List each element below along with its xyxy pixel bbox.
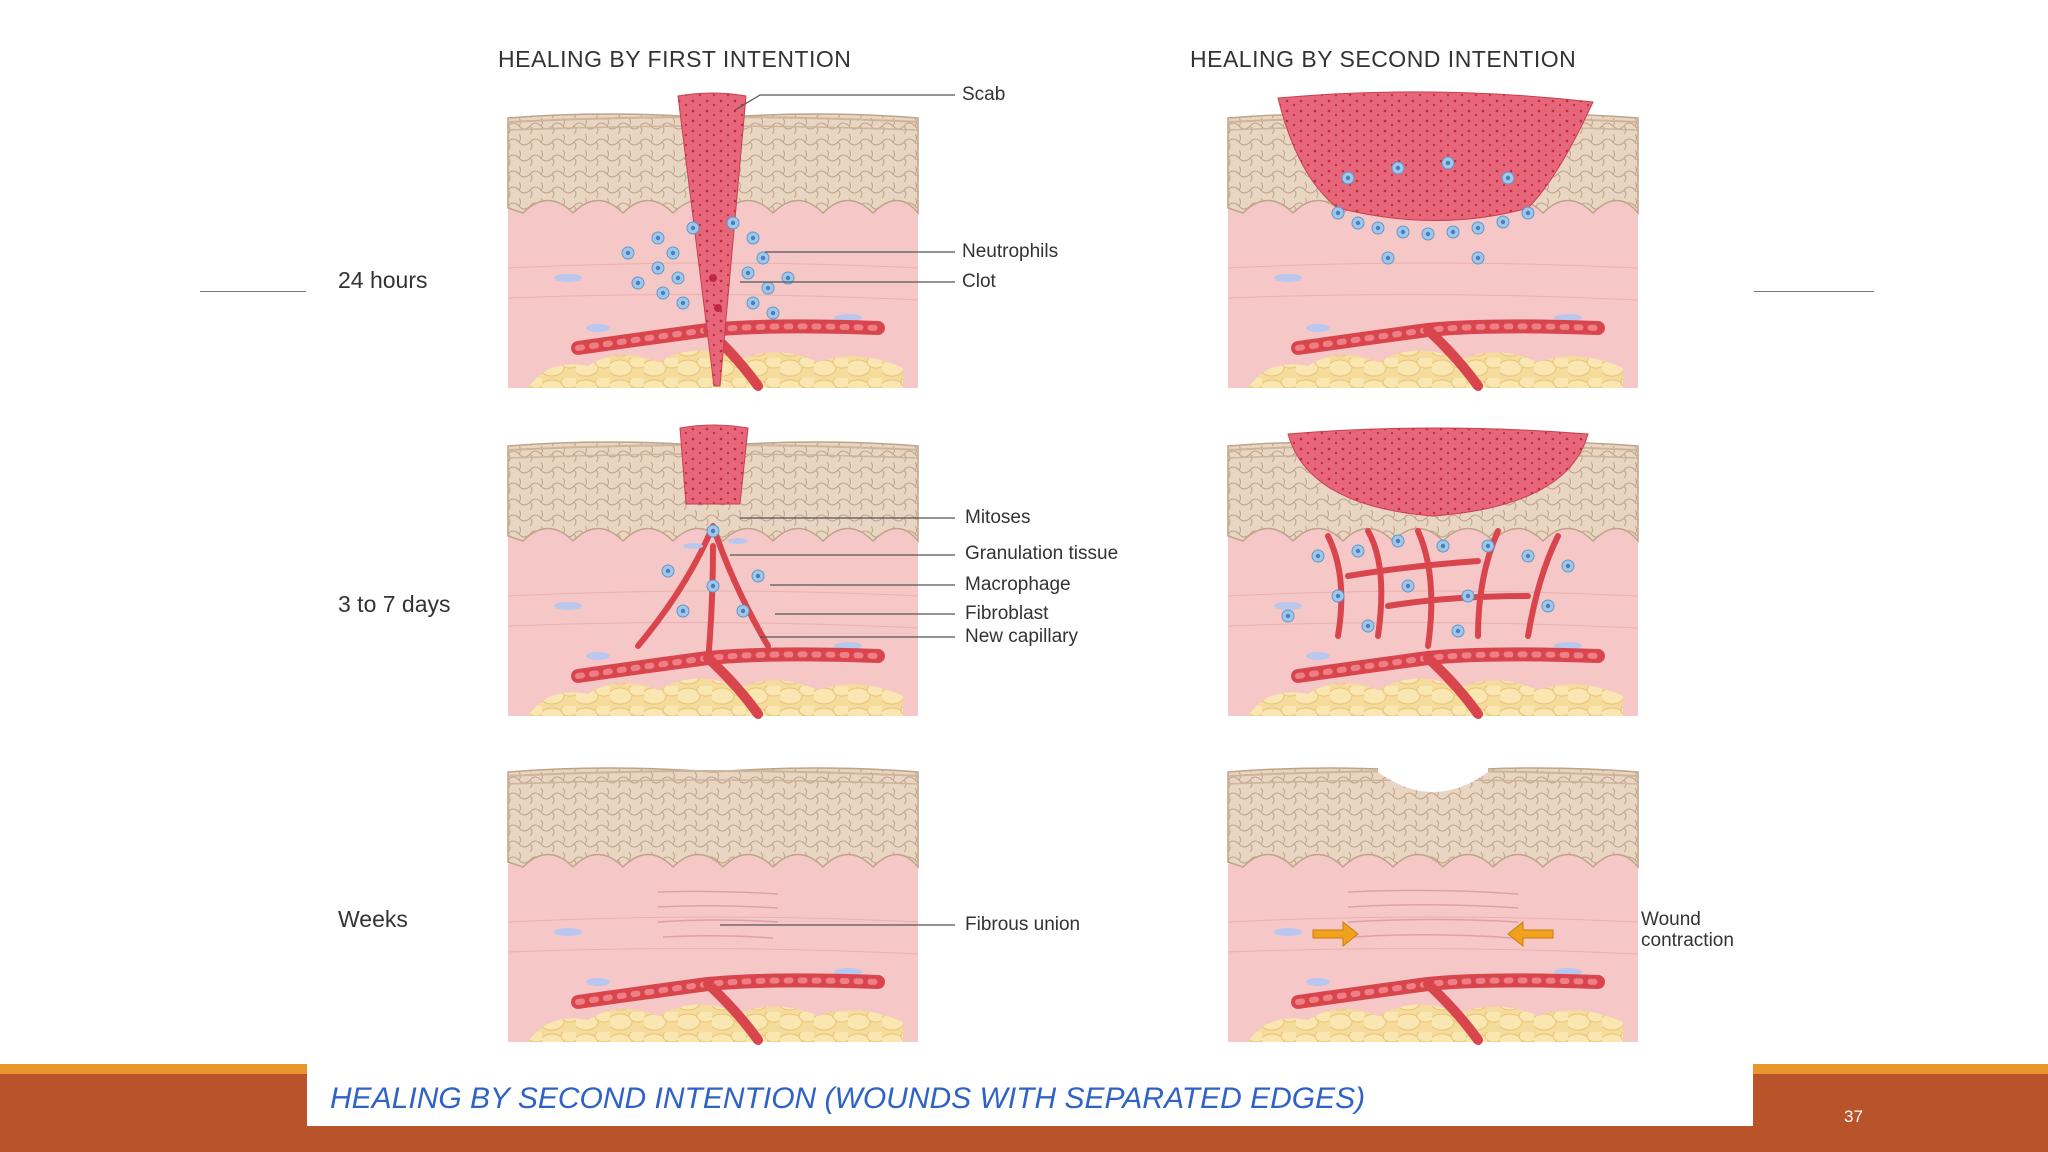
label-wound-contraction: Wound contraction [1641,909,1734,951]
label-new-capillary: New capillary [965,626,1078,648]
label-wound-contraction-line1: Wound [1641,909,1734,930]
slide-caption: HEALING BY SECOND INTENTION (WOUNDS WITH… [330,1082,1365,1116]
label-macrophage: Macrophage [965,574,1071,596]
label-granulation-tissue: Granulation tissue [965,543,1118,565]
label-fibroblast: Fibroblast [965,603,1048,625]
page-number: 37 [1844,1107,1863,1127]
label-wound-contraction-line2: contraction [1641,930,1734,951]
label-mitoses: Mitoses [965,507,1030,529]
label-neutrophils: Neutrophils [962,241,1058,263]
label-fibrous-union: Fibrous union [965,914,1080,936]
label-scab: Scab [962,84,1005,106]
label-clot: Clot [962,271,996,293]
